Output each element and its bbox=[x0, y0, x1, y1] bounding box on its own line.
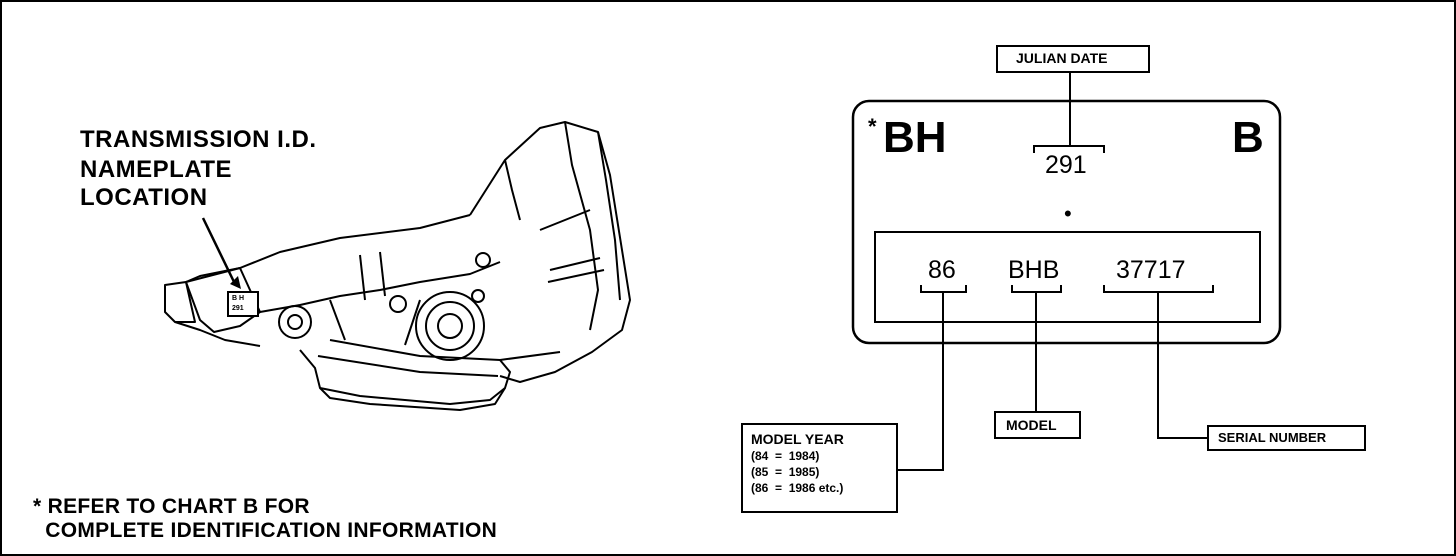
callout-arrow bbox=[201, 217, 241, 289]
label-model-year-86: (86 = 1986 etc.) bbox=[751, 481, 844, 495]
plate-julian-value: 291 bbox=[1045, 151, 1087, 179]
label-model-year-85: (85 = 1985) bbox=[751, 465, 820, 479]
plate-prefix: BH bbox=[883, 113, 947, 162]
plate-thumb-line-1: B H bbox=[232, 295, 245, 302]
plate-thumb-line-2: 291 bbox=[232, 305, 244, 312]
label-model-year: MODEL YEAR bbox=[751, 431, 844, 447]
callout-line-2: NAMEPLATE bbox=[80, 156, 233, 183]
plate-model-code: BHB bbox=[1008, 256, 1060, 284]
plate-suffix: B bbox=[1232, 113, 1264, 162]
plate-serial-code: 37717 bbox=[1116, 256, 1186, 284]
footnote-line-1: * REFER TO CHART B FOR bbox=[33, 495, 310, 518]
footnote-line-2: COMPLETE IDENTIFICATION INFORMATION bbox=[33, 519, 498, 542]
label-serial-number: SERIAL NUMBER bbox=[1218, 430, 1327, 445]
label-model-year-84: (84 = 1984) bbox=[751, 449, 820, 463]
label-model: MODEL bbox=[1006, 417, 1057, 433]
plate-year-code: 86 bbox=[928, 256, 956, 284]
plate-dot: • bbox=[1064, 201, 1072, 226]
leader-lines bbox=[897, 72, 1214, 471]
callout-line-1: TRANSMISSION I.D. bbox=[80, 126, 317, 153]
plate-asterisk: * bbox=[868, 114, 877, 139]
label-julian-date: JULIAN DATE bbox=[1016, 50, 1108, 66]
transmission-illustration bbox=[164, 121, 631, 411]
callout-line-3: LOCATION bbox=[80, 184, 208, 211]
